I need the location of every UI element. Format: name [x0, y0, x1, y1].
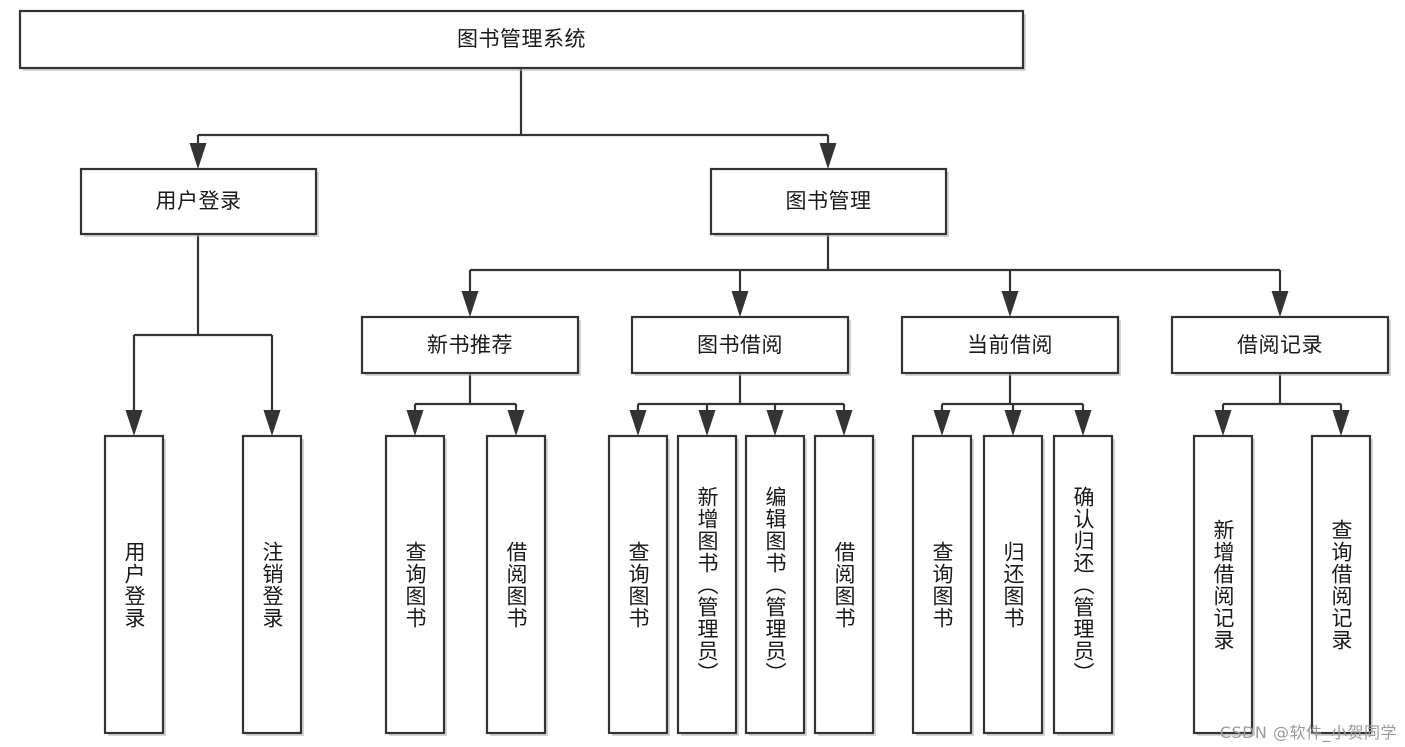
node-leaf-leaf-confirm-return-admin [1054, 436, 1112, 733]
node-leaf-leaf-query-books-recommend [386, 436, 444, 733]
node-box-leaf-return-books [982, 434, 1044, 735]
node-root-root [20, 11, 1023, 68]
node-box-leaf-query-books-recommend [384, 434, 446, 735]
node-box-leaf-confirm-return-admin [1052, 434, 1114, 735]
node-boxes-group [18, 9, 1391, 736]
current-borrow-arrow-1-head [1004, 410, 1022, 436]
book-borrow-arrow-0-head [629, 410, 647, 436]
current-borrow-arrow-0-head [933, 410, 951, 436]
node-box-book-management [709, 167, 948, 236]
node-leaf-leaf-query-books-current [913, 436, 971, 733]
node-leaf-leaf-edit-book-admin [746, 436, 804, 733]
node-level2-user-login [81, 169, 316, 234]
node-box-new-book-recommend [360, 315, 580, 375]
node-box-leaf-query-books-borrow [607, 434, 669, 735]
book-borrow-arrow-2-head [766, 410, 784, 436]
node-level3-new-book-recommend [362, 317, 578, 373]
node-leaf-leaf-return-books [984, 436, 1042, 733]
node-box-borrow-record [1170, 315, 1390, 375]
node-leaf-leaf-borrow-books-recommend [487, 436, 545, 733]
node-box-root [18, 9, 1025, 70]
level3-arrow-2-head [1001, 291, 1019, 317]
node-leaf-leaf-add-borrow-record [1194, 436, 1252, 733]
node-level3-borrow-record [1172, 317, 1388, 373]
level2-arrow-1-head [819, 143, 837, 169]
level2-arrow-0-head [189, 143, 207, 169]
node-box-leaf-user-logout [241, 434, 303, 735]
book-borrow-arrow-3-head [835, 410, 853, 436]
node-leaf-leaf-borrow-books-borrow [815, 436, 873, 733]
book-borrow-arrow-1-head [698, 410, 716, 436]
node-box-leaf-query-books-current [911, 434, 973, 735]
borrow-record-arrow-0-head [1214, 410, 1232, 436]
node-leaf-leaf-query-borrow-record [1312, 436, 1370, 733]
node-box-user-login [79, 167, 318, 236]
user-login-arrow-1-head [263, 410, 281, 436]
node-box-leaf-user-login [103, 434, 165, 735]
node-box-leaf-add-book-admin [676, 434, 738, 735]
node-box-leaf-add-borrow-record [1192, 434, 1254, 735]
level3-arrow-0-head [461, 291, 479, 317]
new-book-recommend-arrow-0-head [406, 410, 424, 436]
node-box-leaf-borrow-books-borrow [813, 434, 875, 735]
node-box-leaf-query-borrow-record [1310, 434, 1372, 735]
node-level2-book-management [711, 169, 946, 234]
connector-lines-group [125, 68, 1350, 436]
borrow-record-arrow-1-head [1332, 410, 1350, 436]
new-book-recommend-arrow-1-head [507, 410, 525, 436]
node-box-leaf-borrow-books-recommend [485, 434, 547, 735]
node-level3-current-borrow [902, 317, 1118, 373]
node-leaf-leaf-user-logout [243, 436, 301, 733]
node-box-book-borrow [630, 315, 850, 375]
csdn-watermark: CSDN @软件_小贺同学 [1219, 723, 1397, 742]
level3-arrow-1-head [731, 291, 749, 317]
current-borrow-arrow-2-head [1074, 410, 1092, 436]
node-leaf-leaf-query-books-borrow [609, 436, 667, 733]
node-box-leaf-edit-book-admin [744, 434, 806, 735]
node-leaf-leaf-user-login [105, 436, 163, 733]
node-box-current-borrow [900, 315, 1120, 375]
node-leaf-leaf-add-book-admin [678, 436, 736, 733]
node-level3-book-borrow [632, 317, 848, 373]
user-login-arrow-0-head [125, 410, 143, 436]
level3-arrow-3-head [1271, 291, 1289, 317]
